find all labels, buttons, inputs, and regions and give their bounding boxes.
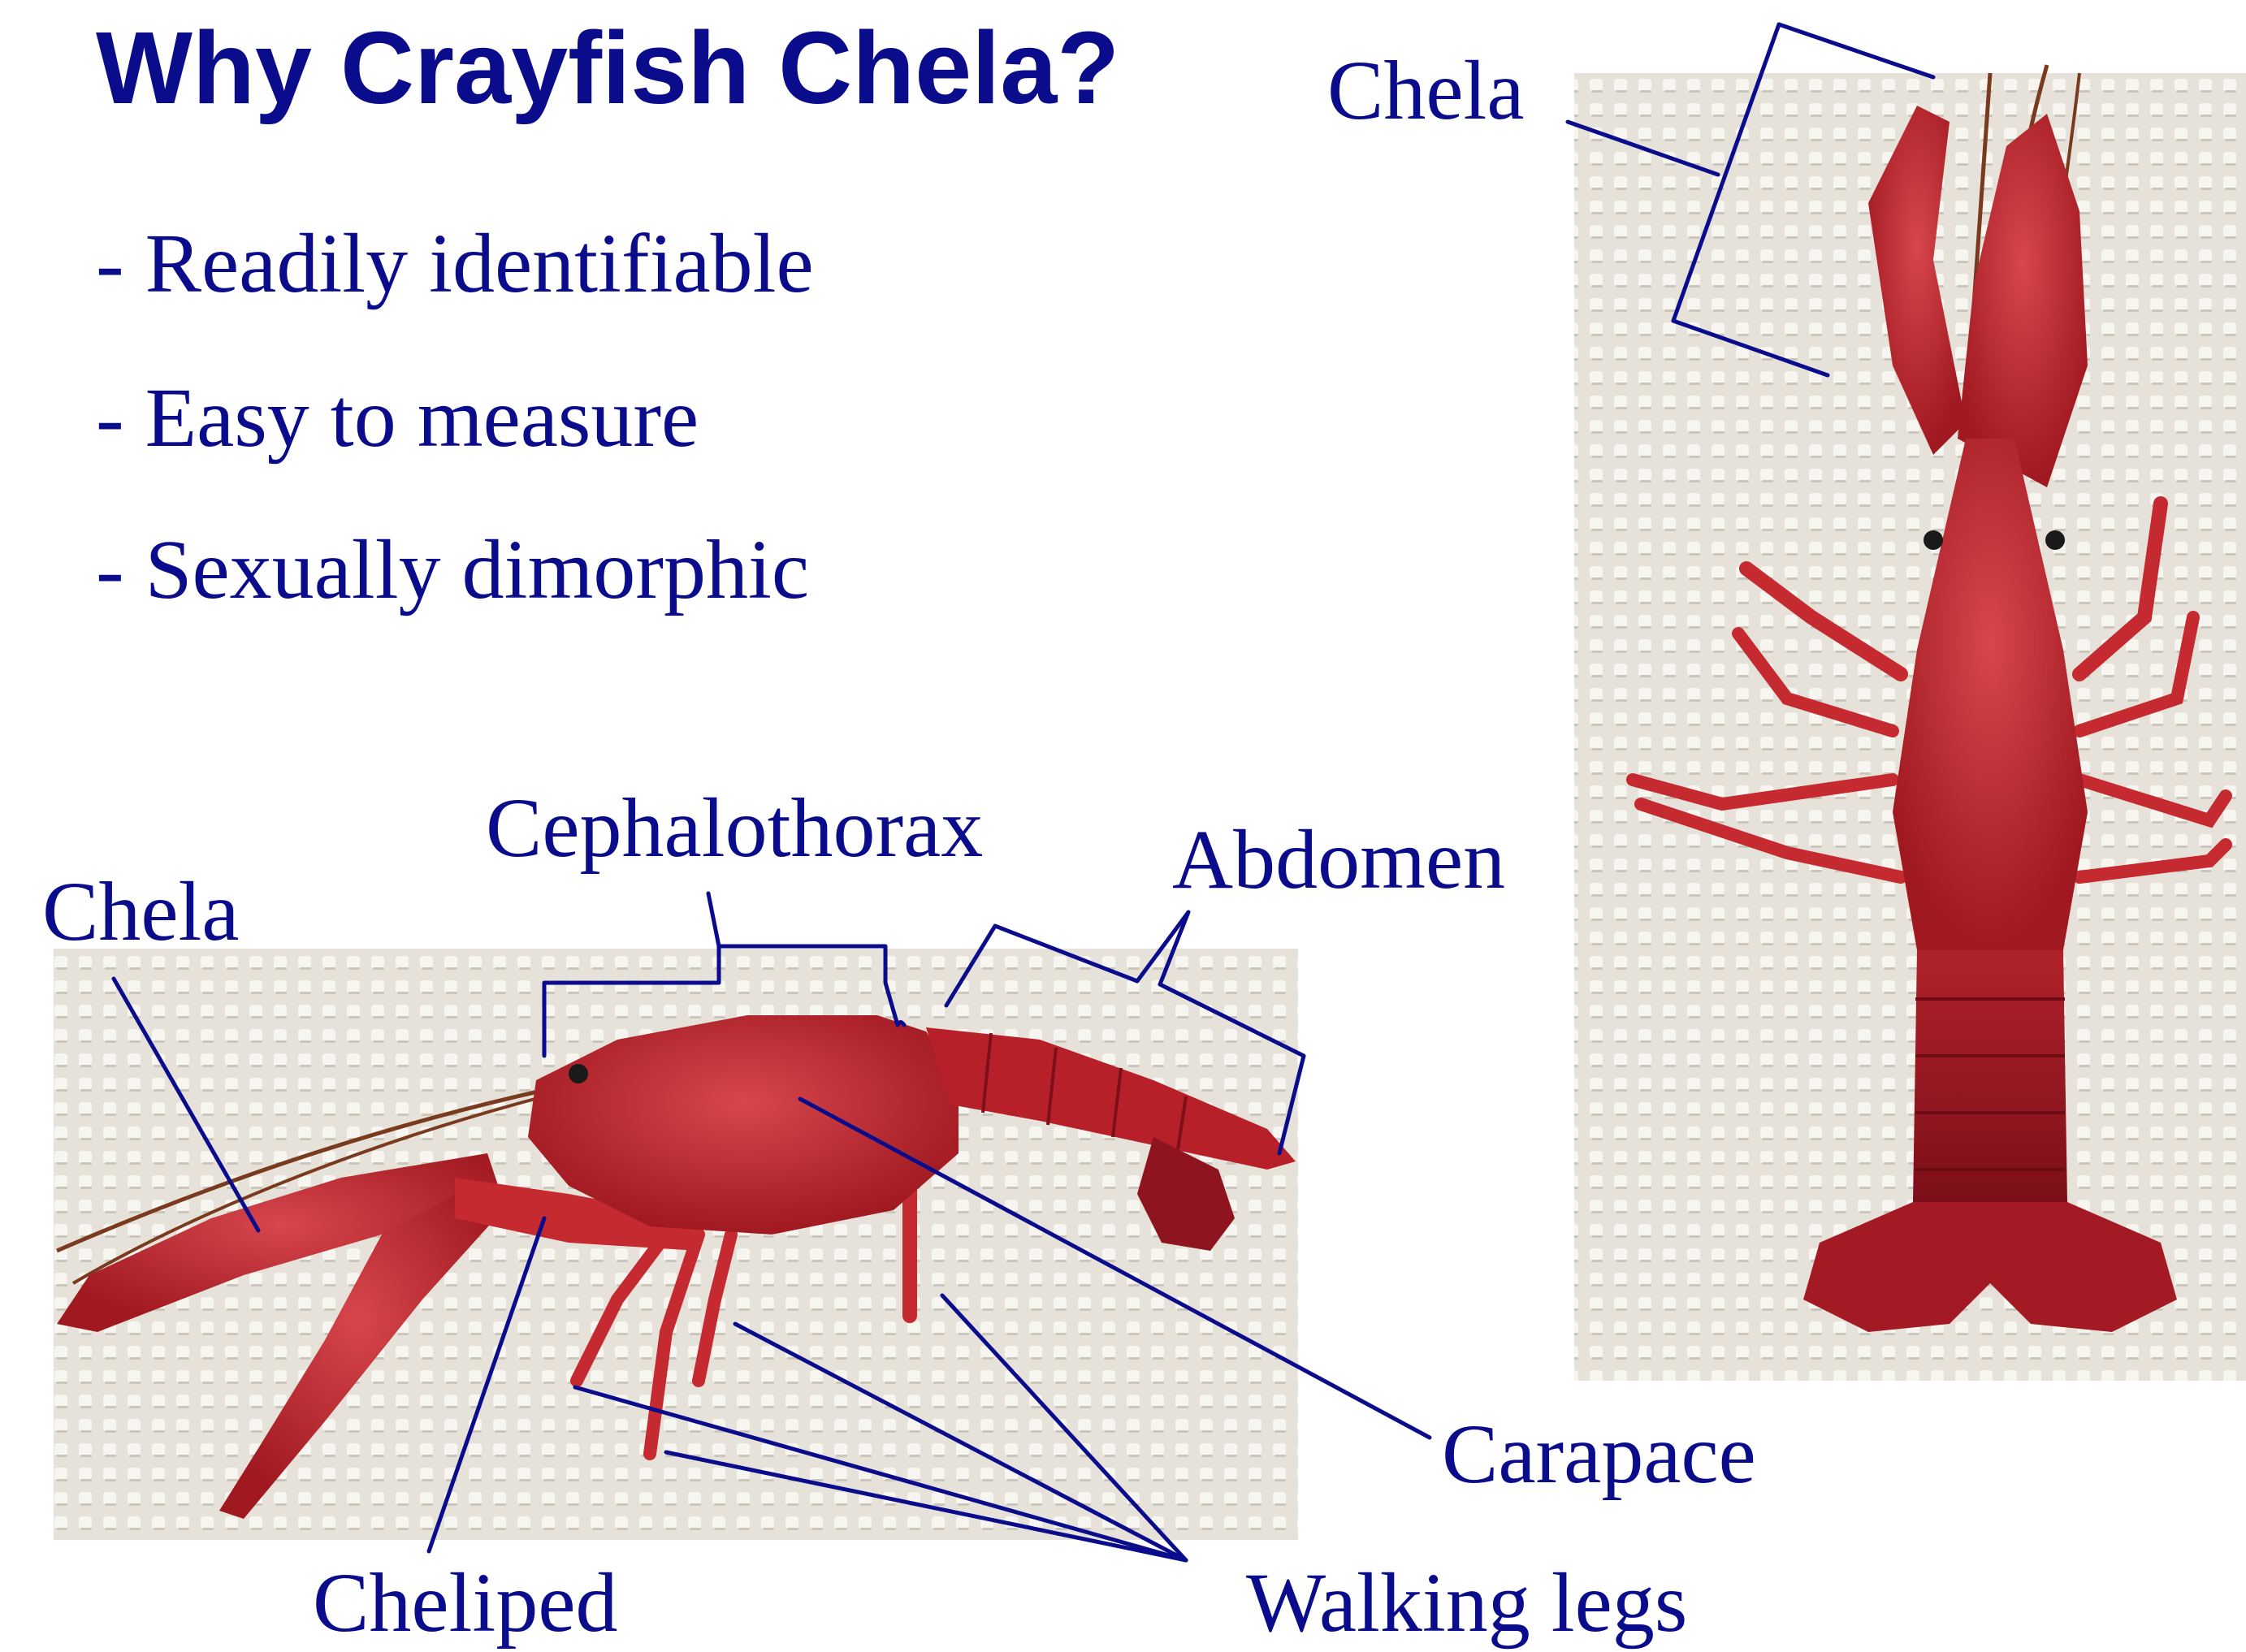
top-chela-bracket-bottom — [1673, 321, 1828, 375]
top-chela-leader-line — [1568, 122, 1718, 175]
carapace-leader-line — [800, 1099, 1430, 1438]
carapace-label: Carapace — [1442, 1408, 1756, 1501]
walking-leg-leader-1 — [575, 1387, 1186, 1560]
cheliped-leader-line — [429, 1218, 544, 1551]
top-view-chela-label: Chela — [1327, 45, 1525, 137]
walking-legs-label: Walking legs — [1246, 1557, 1687, 1650]
walking-leg-leader-2 — [666, 1452, 1186, 1560]
cheliped-label: Cheliped — [313, 1557, 617, 1650]
top-chela-bracket-top — [1779, 24, 1933, 77]
walking-leg-leader-4 — [942, 1295, 1186, 1560]
abdomen-label: Abdomen — [1172, 814, 1505, 906]
cephalothorax-bracket — [544, 946, 904, 1056]
cephalothorax-label: Cephalothorax — [486, 782, 983, 875]
side-chela-leader-line — [114, 979, 258, 1230]
side-view-chela-label: Chela — [42, 866, 240, 958]
walking-leg-leader-3 — [735, 1324, 1186, 1560]
cephalothorax-bracket-tick — [708, 893, 719, 946]
top-chela-bracket-spine — [1673, 24, 1779, 321]
abdomen-bracket — [946, 912, 1304, 1153]
